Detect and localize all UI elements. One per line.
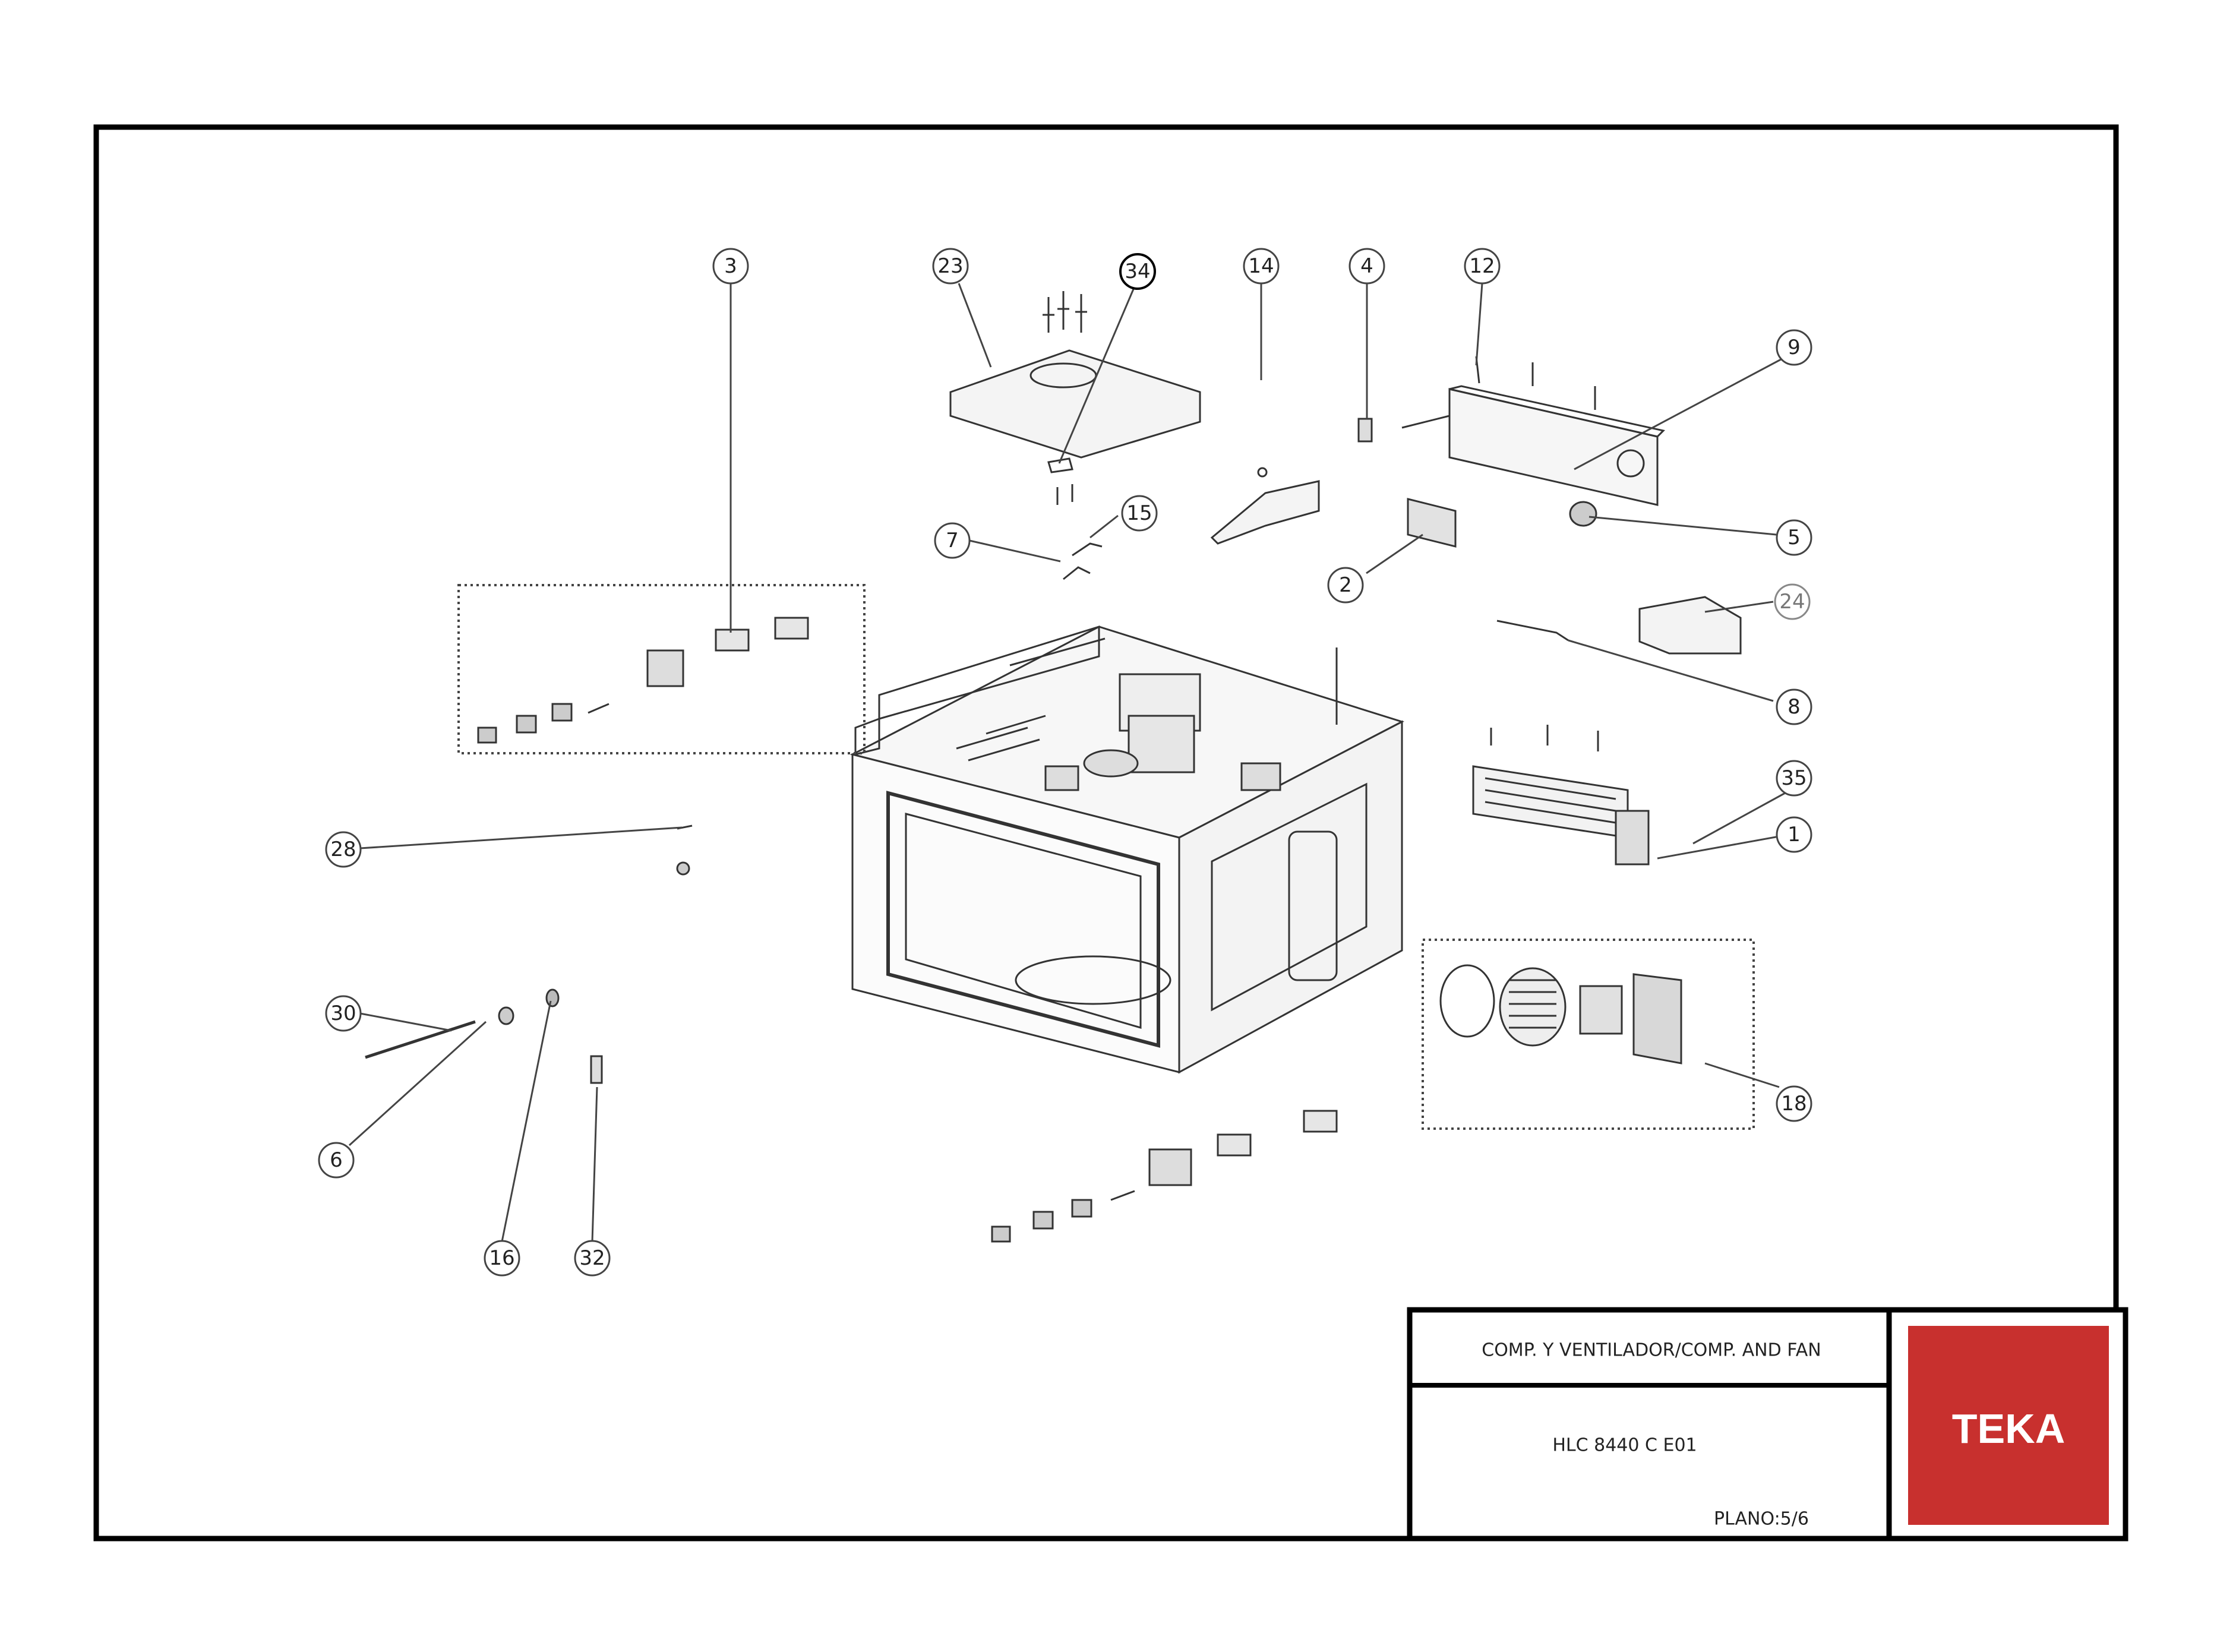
svg-text:6: 6 [330,1148,343,1172]
callout-18: 18 [1776,1085,1812,1122]
callout-28: 28 [325,831,362,868]
brand-logo: TEKA [1952,1405,2066,1452]
callout-30: 30 [325,995,362,1032]
svg-text:24: 24 [1779,590,1805,614]
callout-12: 12 [1464,248,1501,285]
svg-text:12: 12 [1469,254,1495,278]
title-block: COMP. Y VENTILADOR/COMP. AND FAN HLC 844… [1407,1307,2128,1542]
svg-text:4: 4 [1360,254,1373,278]
group-box-fan [1422,939,1755,1130]
leader-lines [348,283,1786,1242]
svg-text:1: 1 [1788,823,1801,846]
part-30-shaft [365,1020,476,1059]
callout-1: 1 [1776,816,1812,853]
callouts: 3 23 34 14 4 12 9 5 2 7 15 24 8 35 1 28 … [318,248,1812,1277]
group-box-upper-left [457,584,866,754]
callout-2: 2 [1327,567,1364,604]
svg-text:18: 18 [1781,1092,1807,1116]
svg-text:7: 7 [946,529,959,552]
callout-8: 8 [1776,688,1812,725]
callout-16: 16 [484,1240,520,1277]
model-number: HLC 8440 C E01 [1552,1435,1697,1456]
part-24-cover [1638,596,1742,655]
svg-text:28: 28 [330,838,356,861]
part-4-connector [1357,418,1373,443]
part-16-gear [545,988,560,1007]
svg-text:8: 8 [1788,695,1801,719]
part-14-bracket [1210,467,1320,545]
drawing-frame [93,124,2119,1542]
drawing-title: COMP. Y VENTILADOR/COMP. AND FAN [1482,1340,1821,1361]
svg-text:14: 14 [1248,254,1274,278]
oven-cavity [849,625,1404,1074]
lower-door-switch-group [991,1110,1338,1243]
svg-text:5: 5 [1788,526,1801,549]
svg-text:16: 16 [489,1246,514,1270]
svg-text:30: 30 [330,1002,356,1025]
brand-logo-box [1908,1326,2109,1525]
part-28-nut [676,861,690,876]
parts-illustration [365,291,1742,1243]
svg-text:23: 23 [937,254,963,278]
callout-23: 23 [932,248,969,285]
callout-7: 7 [934,522,971,559]
svg-text:35: 35 [1781,766,1807,790]
part-2-board [1407,498,1457,548]
part-5-knob [1569,501,1597,527]
callout-5: 5 [1776,519,1812,556]
part-7-15-clip [1063,542,1103,580]
part-3-door-switch-group [477,617,809,744]
part-23-top-cover [949,291,1201,505]
part-32-clip [590,1055,603,1084]
svg-text:32: 32 [579,1246,605,1270]
svg-text:9: 9 [1788,336,1801,359]
svg-text:3: 3 [724,254,737,278]
part-6-washer [498,1006,514,1025]
sheet-number: PLANO:5/6 [1714,1509,1809,1530]
callout-35: 35 [1776,760,1812,797]
part-1-tangential-fan [1472,725,1650,866]
part-8-probe [1496,620,1569,642]
callout-3: 3 [712,248,749,285]
callout-34: 34 [1119,253,1156,290]
svg-text:2: 2 [1339,573,1352,597]
callout-14: 14 [1243,248,1280,285]
part-12-rear-plate [1401,356,1665,506]
callout-24: 24 [1774,583,1811,620]
part-18-convection-fan [1439,964,1682,1065]
callout-32: 32 [574,1240,611,1277]
callout-6: 6 [318,1142,355,1179]
svg-text:15: 15 [1126,501,1152,525]
callout-4: 4 [1348,248,1385,285]
callout-9: 9 [1776,329,1812,366]
svg-text:34: 34 [1125,260,1150,283]
callout-15: 15 [1121,495,1158,532]
